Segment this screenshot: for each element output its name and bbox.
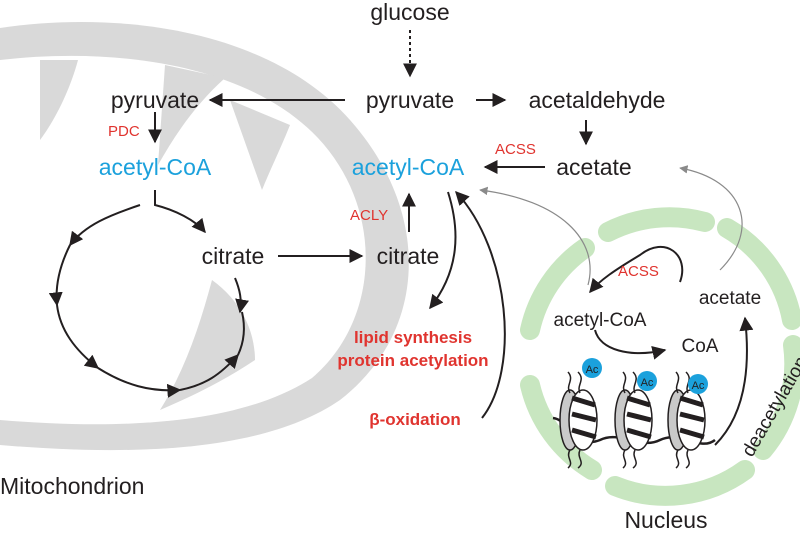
acss-cytosol-label: ACSS <box>495 141 536 158</box>
nucleus-label: Nucleus <box>624 507 707 533</box>
acetate-nuclear-label: acetate <box>699 288 761 309</box>
nucleosomes: Ac Ac Ac <box>552 358 716 469</box>
svg-text:Ac: Ac <box>692 380 705 392</box>
citrate-mito-label: citrate <box>202 243 265 269</box>
svg-text:Ac: Ac <box>586 364 599 376</box>
acetylcoa-cytosol-label: acetyl-CoA <box>352 154 465 180</box>
acetate-cytosol-label: acetate <box>556 154 631 180</box>
acetyl-mark-2: Ac <box>637 371 657 391</box>
protein-acetylation-label: protein acetylation <box>337 351 488 370</box>
pyruvate-cytosol-label: pyruvate <box>366 87 454 113</box>
nucleosome-2 <box>614 371 653 469</box>
acetaldehyde-label: acetaldehyde <box>529 87 666 113</box>
exchange-arrows <box>479 165 743 286</box>
svg-text:Ac: Ac <box>641 377 654 389</box>
nuclear-arrows <box>589 245 754 446</box>
coa-label: CoA <box>682 336 719 357</box>
pathway-arrows <box>148 30 593 419</box>
tca-cycle <box>48 204 249 398</box>
glucose-label: glucose <box>370 0 449 25</box>
pdc-label: PDC <box>108 123 140 140</box>
nucleus-envelope <box>520 207 800 506</box>
acss-nuclear-label: ACSS <box>618 263 659 280</box>
acly-label: ACLY <box>350 207 388 224</box>
mitochondrion-shape <box>0 21 409 451</box>
citrate-cytosol-label: citrate <box>377 243 440 269</box>
acetyl-mark-1: Ac <box>582 358 602 378</box>
acetylcoa-nuclear-label: acetyl-CoA <box>554 310 647 331</box>
pyruvate-mito-label: pyruvate <box>111 87 199 113</box>
mitochondrion-label: Mitochondrion <box>0 473 144 499</box>
nucleosome-3 <box>667 371 706 469</box>
acetylcoa-mito-label: acetyl-CoA <box>99 154 212 180</box>
nucleosome-1 <box>559 371 598 469</box>
lipid-synthesis-label: lipid synthesis <box>354 328 472 347</box>
acetyl-mark-3: Ac <box>688 374 708 394</box>
beta-oxidation-label: β-oxidation <box>369 410 461 429</box>
